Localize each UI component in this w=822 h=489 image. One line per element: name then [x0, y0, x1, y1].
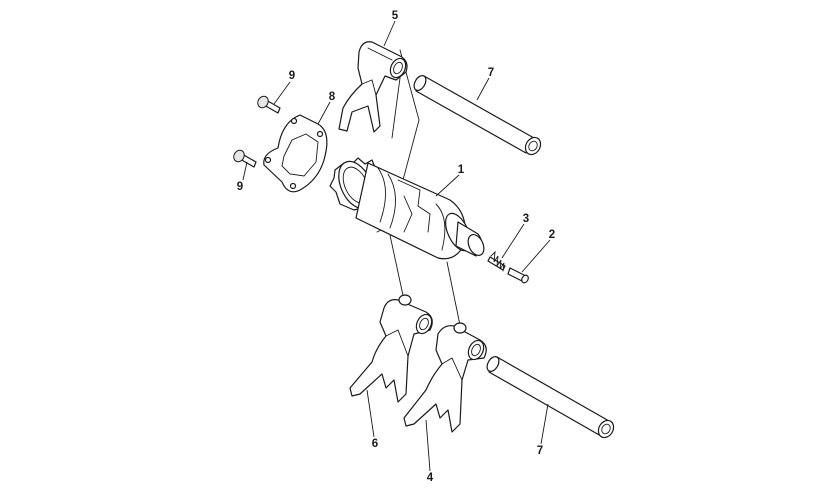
cover-plate-8 — [263, 114, 328, 193]
shift-fork-5 — [338, 41, 408, 133]
callout-7-lower: 7 — [537, 445, 543, 457]
callout-5: 5 — [392, 10, 399, 22]
callout-7-upper: 7 — [488, 67, 494, 79]
callout-3: 3 — [523, 213, 529, 225]
callout-9-upper: 9 — [289, 70, 295, 82]
leader-lines — [242, 20, 551, 472]
shift-fork-rod-upper — [413, 75, 542, 156]
callout-labels: 1 2 3 4 5 6 7 7 8 9 9 — [237, 10, 555, 484]
bolt-9-lower — [233, 149, 257, 168]
shift-drum-1 — [329, 157, 485, 260]
callout-6: 6 — [372, 438, 378, 450]
callout-1: 1 — [458, 164, 465, 176]
shift-fork-6 — [349, 294, 433, 403]
pin-2 — [507, 267, 529, 284]
callout-4: 4 — [427, 472, 434, 484]
callout-8: 8 — [329, 91, 336, 103]
callout-9-lower: 9 — [237, 181, 243, 193]
shift-fork-4 — [403, 322, 487, 433]
bolt-9-upper — [257, 95, 281, 114]
callout-2: 2 — [549, 229, 555, 241]
shift-fork-rod-lower — [486, 356, 615, 439]
spring-3 — [487, 250, 506, 272]
